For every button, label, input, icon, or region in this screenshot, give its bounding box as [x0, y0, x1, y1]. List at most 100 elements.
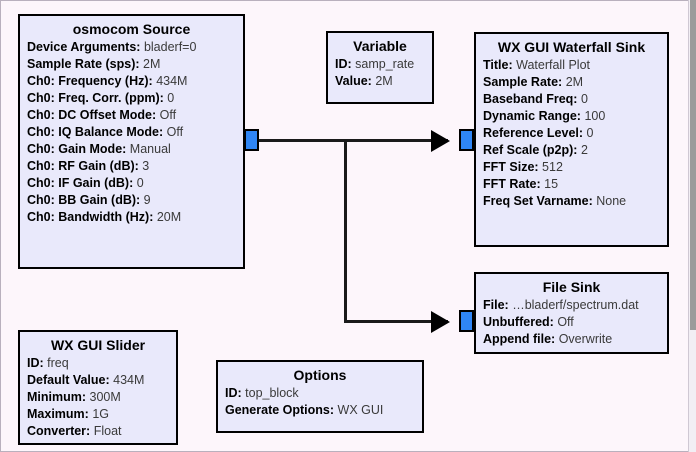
prop-options-generate-options: Generate Options: WX GUI	[225, 402, 415, 419]
prop-value: 434M	[156, 74, 188, 88]
prop-slider-maximum: Maximum: 1G	[27, 406, 169, 423]
prop-value: 2M	[565, 75, 584, 89]
block-wx-gui-slider[interactable]: WX GUI Slider ID: freq Default Value: 43…	[18, 330, 178, 445]
prop-value: Overwrite	[558, 332, 613, 346]
prop-key: ID:	[335, 57, 352, 71]
block-title-file-sink: File Sink	[542, 279, 601, 295]
prop-value: 100	[584, 109, 606, 123]
prop-slider-minimum: Minimum: 300M	[27, 389, 169, 406]
prop-key: Generate Options:	[225, 403, 335, 417]
block-wx-gui-waterfall-sink[interactable]: WX GUI Waterfall Sink Title: Waterfall P…	[474, 32, 669, 247]
prop-value: freq	[47, 356, 69, 370]
port-file-sink-in0[interactable]	[459, 310, 474, 332]
prop-ch0-iq-balance-mode: Ch0: IQ Balance Mode: Off	[27, 124, 236, 141]
prop-ch0-bb-gain: Ch0: BB Gain (dB): 9	[27, 192, 236, 209]
port-osmocom-source-out0[interactable]	[244, 129, 259, 151]
block-variable[interactable]: Variable ID: samp_rate Value: 2M	[326, 31, 434, 104]
vertical-scrollbar-thumb[interactable]	[690, 0, 696, 330]
prop-value: Off	[159, 108, 177, 122]
prop-value: 0	[580, 92, 588, 106]
block-title-options: Options	[293, 367, 347, 383]
prop-ch0-rf-gain: Ch0: RF Gain (dB): 3	[27, 158, 236, 175]
prop-value: 3	[142, 159, 150, 173]
prop-waterfall-title: Title: Waterfall Plot	[483, 57, 660, 74]
prop-value: WX GUI	[337, 403, 384, 417]
wire-source-to-waterfall[interactable]	[258, 139, 448, 142]
prop-waterfall-fft-size: FFT Size: 512	[483, 159, 660, 176]
block-title-osmocom-source: osmocom Source	[72, 21, 191, 37]
prop-slider-converter: Converter: Float	[27, 423, 169, 440]
prop-waterfall-freq-set-varname: Freq Set Varname: None	[483, 193, 660, 210]
prop-key: Sample Rate (sps):	[27, 57, 140, 71]
prop-value: 434M	[113, 373, 145, 387]
block-title-variable: Variable	[353, 38, 407, 54]
block-file-sink[interactable]: File Sink File: …bladerf/spectrum.dat Un…	[474, 272, 669, 354]
prop-value: top_block	[245, 386, 299, 400]
prop-value: None	[596, 194, 627, 208]
prop-waterfall-sample-rate: Sample Rate: 2M	[483, 74, 660, 91]
prop-value: 2	[580, 143, 588, 157]
prop-slider-default-value: Default Value: 434M	[27, 372, 169, 389]
prop-key: Ch0: RF Gain (dB):	[27, 159, 139, 173]
prop-value: Waterfall Plot	[516, 58, 590, 72]
prop-value: Off	[166, 125, 184, 139]
prop-device-arguments: Device Arguments: bladerf=0	[27, 39, 236, 56]
prop-waterfall-fft-rate: FFT Rate: 15	[483, 176, 660, 193]
vertical-scrollbar[interactable]	[688, 0, 696, 452]
prop-sample-rate: Sample Rate (sps): 2M	[27, 56, 236, 73]
prop-value: 0	[586, 126, 594, 140]
prop-file-sink-append-file: Append file: Overwrite	[483, 331, 660, 348]
prop-key: File:	[483, 298, 509, 312]
prop-key: Dynamic Range:	[483, 109, 581, 123]
block-osmocom-source[interactable]: osmocom Source Device Arguments: bladerf…	[18, 14, 245, 269]
port-waterfall-sink-in0[interactable]	[459, 129, 474, 151]
prop-key: Maximum:	[27, 407, 89, 421]
prop-key: Ref Scale (p2p):	[483, 143, 578, 157]
prop-waterfall-ref-scale: Ref Scale (p2p): 2	[483, 142, 660, 159]
prop-key: Reference Level:	[483, 126, 584, 140]
prop-key: Ch0: BB Gain (dB):	[27, 193, 141, 207]
prop-options-id: ID: top_block	[225, 385, 415, 402]
prop-key: FFT Size:	[483, 160, 539, 174]
wire-branch-vertical[interactable]	[344, 139, 347, 323]
prop-value: 2M	[375, 74, 393, 88]
prop-file-sink-unbuffered: Unbuffered: Off	[483, 314, 660, 331]
block-options[interactable]: Options ID: top_block Generate Options: …	[216, 360, 424, 433]
prop-key: Ch0: Gain Mode:	[27, 142, 127, 156]
prop-ch0-gain-mode: Ch0: Gain Mode: Manual	[27, 141, 236, 158]
prop-file-sink-file: File: …bladerf/spectrum.dat	[483, 297, 660, 314]
prop-key: Append file:	[483, 332, 556, 346]
prop-ch0-if-gain: Ch0: IF Gain (dB): 0	[27, 175, 236, 192]
prop-value: 1G	[92, 407, 109, 421]
prop-ch0-dc-offset-mode: Ch0: DC Offset Mode: Off	[27, 107, 236, 124]
prop-key: Baseband Freq:	[483, 92, 578, 106]
prop-value: 2M	[143, 57, 161, 71]
prop-key: Converter:	[27, 424, 91, 438]
prop-value: Float	[93, 424, 122, 438]
prop-key: Minimum:	[27, 390, 87, 404]
prop-value: 512	[542, 160, 563, 174]
prop-key: Ch0: Bandwidth (Hz):	[27, 210, 154, 224]
prop-ch0-bandwidth: Ch0: Bandwidth (Hz): 20M	[27, 209, 236, 226]
arrow-into-waterfall-sink	[431, 130, 450, 152]
prop-key: Ch0: Freq. Corr. (ppm):	[27, 91, 164, 105]
prop-waterfall-reference-level: Reference Level: 0	[483, 125, 660, 142]
block-title-waterfall-sink: WX GUI Waterfall Sink	[497, 39, 646, 55]
prop-value: 300M	[89, 390, 121, 404]
prop-key: Title:	[483, 58, 513, 72]
prop-value: bladerf=0	[143, 40, 197, 54]
prop-key: Unbuffered:	[483, 315, 554, 329]
prop-variable-value: Value: 2M	[335, 73, 425, 90]
prop-value: Off	[557, 315, 574, 329]
prop-value: samp_rate	[355, 57, 415, 71]
prop-value: 15	[544, 177, 559, 191]
arrow-into-file-sink	[431, 311, 450, 333]
prop-key: Value:	[335, 74, 372, 88]
prop-value: …bladerf/spectrum.dat	[512, 298, 639, 312]
prop-waterfall-baseband-freq: Baseband Freq: 0	[483, 91, 660, 108]
wire-branch-to-filesink[interactable]	[344, 320, 448, 323]
prop-value: 9	[143, 193, 151, 207]
prop-key: Device Arguments:	[27, 40, 141, 54]
prop-value: Manual	[129, 142, 171, 156]
